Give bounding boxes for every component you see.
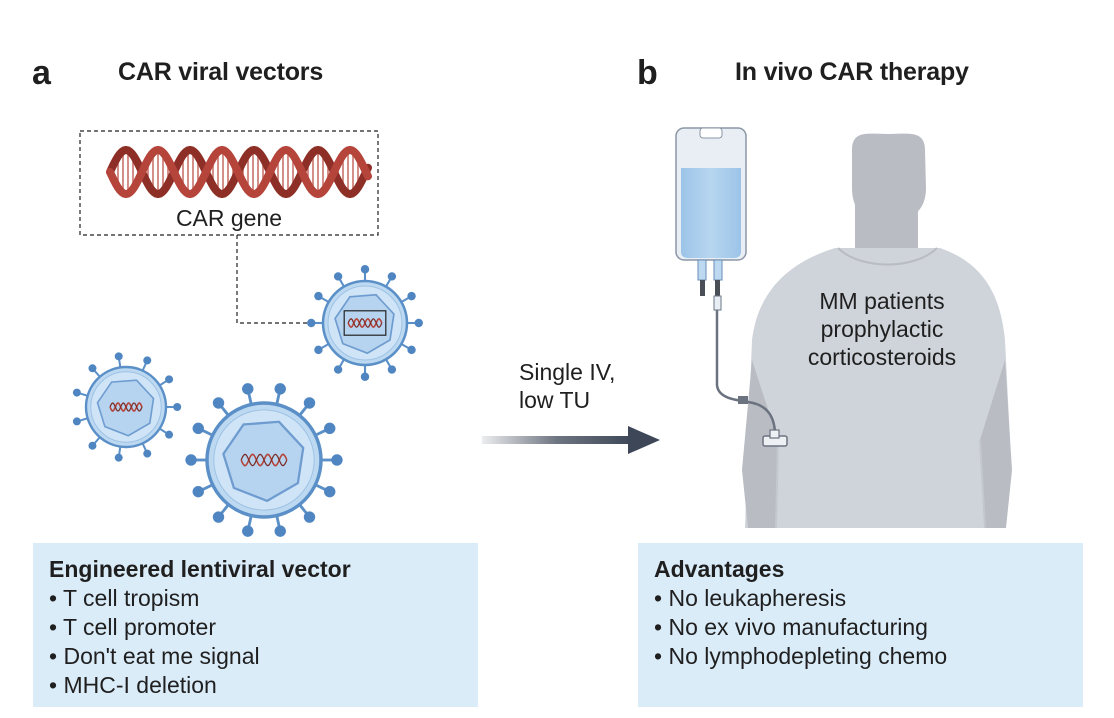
virus-particle-medium-icon	[72, 352, 182, 462]
panel-a-letter: a	[32, 54, 51, 92]
patient-label-line-3: corticosteroids	[807, 344, 957, 370]
patient-label-line-1: MM patients	[819, 288, 945, 314]
panel-b-letter: b	[637, 54, 658, 92]
arrow-label-line-2: low TU	[519, 387, 591, 413]
car-gene-label: CAR gene	[175, 205, 283, 231]
single-iv-arrow-icon	[482, 426, 660, 454]
list-item: T cell tropism	[49, 584, 462, 613]
car-gene-dashed-box	[79, 130, 379, 236]
advantages-box-title: Advantages	[654, 556, 785, 582]
patient-silhouette-icon	[742, 133, 1012, 529]
list-item: Don't eat me signal	[49, 642, 462, 671]
list-item: MHC-I deletion	[49, 671, 462, 700]
virus-particle-small-icon	[307, 265, 423, 381]
advantages-list: No leukapheresis No ex vivo manufacturin…	[654, 584, 1067, 671]
lentiviral-feature-list: T cell tropism T cell promoter Don't eat…	[49, 584, 462, 700]
iv-bag-icon	[675, 127, 788, 447]
list-item: No lymphodepleting chemo	[654, 642, 1067, 671]
virus-particle-large-icon	[185, 383, 343, 537]
lentiviral-vector-box: Engineered lentiviral vector T cell trop…	[33, 543, 478, 707]
list-item: No leukapheresis	[654, 584, 1067, 613]
list-item: T cell promoter	[49, 613, 462, 642]
panel-a-title: CAR viral vectors	[118, 58, 324, 86]
lentiviral-vector-box-title: Engineered lentiviral vector	[49, 556, 351, 582]
patient-label-line-2: prophylactic	[820, 316, 944, 342]
panel-b-title: In vivo CAR therapy	[735, 58, 969, 86]
advantages-box: Advantages No leukapheresis No ex vivo m…	[638, 543, 1083, 707]
arrow-label-line-1: Single IV,	[519, 359, 616, 385]
list-item: No ex vivo manufacturing	[654, 613, 1067, 642]
dna-helix-icon	[106, 145, 372, 199]
gene-to-virus-connector	[236, 235, 345, 324]
